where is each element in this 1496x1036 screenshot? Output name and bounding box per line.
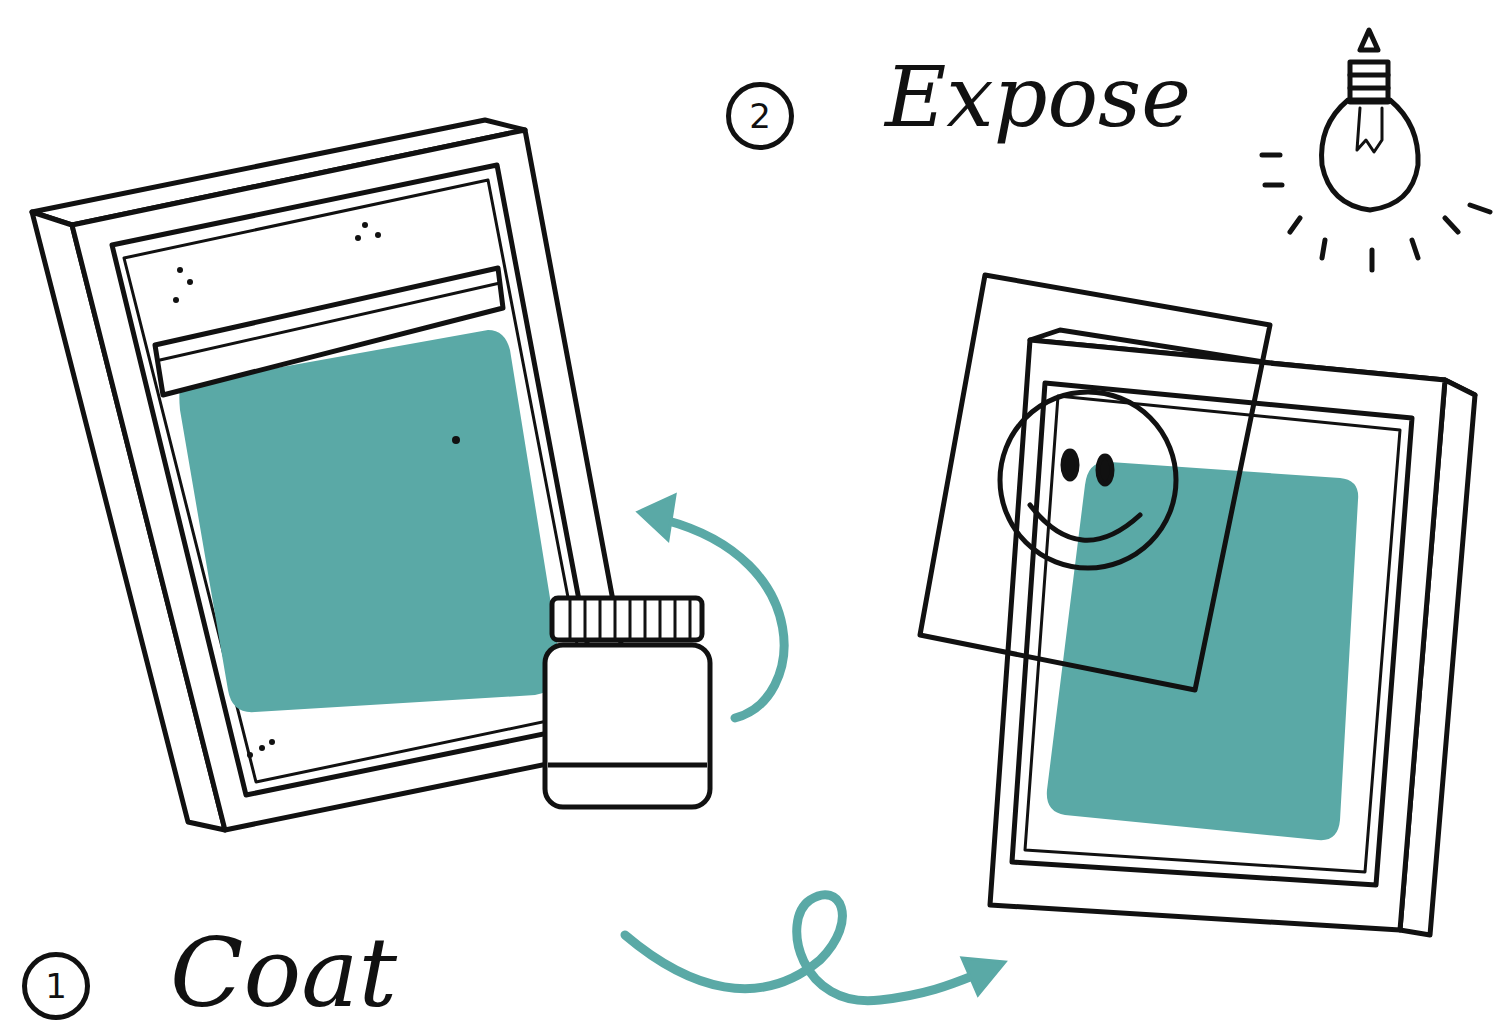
- speckle: [247, 752, 253, 758]
- speckle: [187, 279, 193, 285]
- speckle: [269, 739, 275, 745]
- lid-ridges: [570, 600, 690, 638]
- smiley-face: [1000, 392, 1176, 568]
- speckles: [173, 222, 1358, 888]
- scoop-coater: [155, 268, 503, 395]
- loop-arrow: [625, 895, 1005, 1001]
- emulsion-fill: [179, 330, 560, 712]
- smiley-mouth: [1030, 505, 1140, 540]
- callout-number: 2: [749, 99, 771, 133]
- arrow-head: [962, 958, 1005, 995]
- mesh-edge: [1025, 396, 1400, 872]
- bulb-base: [1350, 62, 1388, 102]
- bulb-filament: [1357, 108, 1382, 152]
- speckle: [362, 222, 368, 228]
- light-bulb: [1262, 30, 1490, 270]
- arrow-head: [638, 495, 675, 540]
- speckle: [452, 436, 460, 444]
- light-rays: [1262, 155, 1490, 270]
- arrow-curve: [665, 520, 784, 718]
- bulb-threads: [1350, 30, 1388, 88]
- transparency-film: [920, 275, 1270, 690]
- speckle: [177, 267, 183, 273]
- mesh-edge: [124, 180, 590, 782]
- speckle: [355, 235, 361, 241]
- speckle: [375, 232, 381, 238]
- step-number: 1: [22, 952, 90, 1020]
- coater-edge: [160, 283, 500, 360]
- expose-frame: [920, 275, 1475, 935]
- step-title: Coat: [170, 925, 397, 1021]
- step-title: Expose: [885, 55, 1191, 139]
- speckle: [259, 745, 265, 751]
- arrow-curve: [625, 895, 975, 1001]
- smiley-eye: [1063, 451, 1077, 479]
- speckle: [173, 297, 179, 303]
- frame-inner-rim: [1012, 383, 1412, 885]
- callout-number: 1: [45, 969, 67, 1003]
- pour-arrow: [638, 495, 784, 718]
- jar-label-line: [548, 763, 707, 768]
- bulb-glass: [1322, 100, 1419, 210]
- jar-lid: [552, 598, 702, 640]
- emulsion-jar: [545, 598, 710, 807]
- smiley-eye: [1098, 456, 1112, 484]
- frame-front: [990, 340, 1445, 930]
- jar-body: [545, 645, 710, 807]
- step-number: 2: [726, 82, 794, 150]
- frame-inner-rim: [112, 165, 602, 795]
